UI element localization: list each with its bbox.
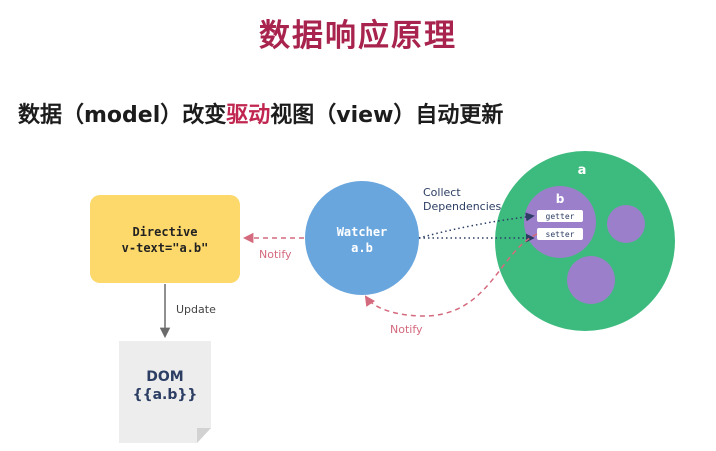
object-a-label: a [578, 163, 587, 178]
notify-label-bottom: Notify [390, 323, 423, 336]
subtitle-highlight: 驱动 [226, 103, 271, 128]
setter-badge [537, 228, 583, 240]
property-circle-bottom [567, 256, 615, 304]
property-circle-right [607, 205, 645, 243]
directive-expression: v-text="a.b" [122, 241, 209, 255]
subtitle: 数据（model）改变驱动视图（view）自动更新 [18, 97, 503, 129]
watcher-circle [305, 181, 419, 295]
dom-expression: {{a.b}} [133, 387, 198, 403]
getter-label: getter [546, 212, 575, 221]
dom-box-fold [197, 428, 211, 443]
subtitle-part1: 数据（model）改变 [18, 103, 227, 128]
slide-title: 数据响应原理 [259, 18, 457, 54]
directive-box [90, 195, 240, 283]
watcher-expression: a.b [351, 241, 373, 255]
collect-arrow-upper [418, 212, 535, 239]
update-label: Update [176, 303, 216, 316]
notify-label-top: Notify [259, 248, 292, 261]
property-b-label: b [556, 192, 565, 206]
dom-box [119, 341, 211, 443]
directive-label: Directive [132, 225, 197, 239]
collect-label-line2: Dependencies [423, 200, 502, 213]
getter-badge [537, 210, 583, 222]
notify-arrow-to-watcher [364, 233, 538, 317]
watcher-label: Watcher [337, 225, 388, 239]
collect-label-line1: Collect [423, 186, 461, 199]
dom-label: DOM [146, 369, 183, 385]
subtitle-part2: 视图（view）自动更新 [270, 103, 504, 128]
setter-label: setter [546, 230, 575, 239]
